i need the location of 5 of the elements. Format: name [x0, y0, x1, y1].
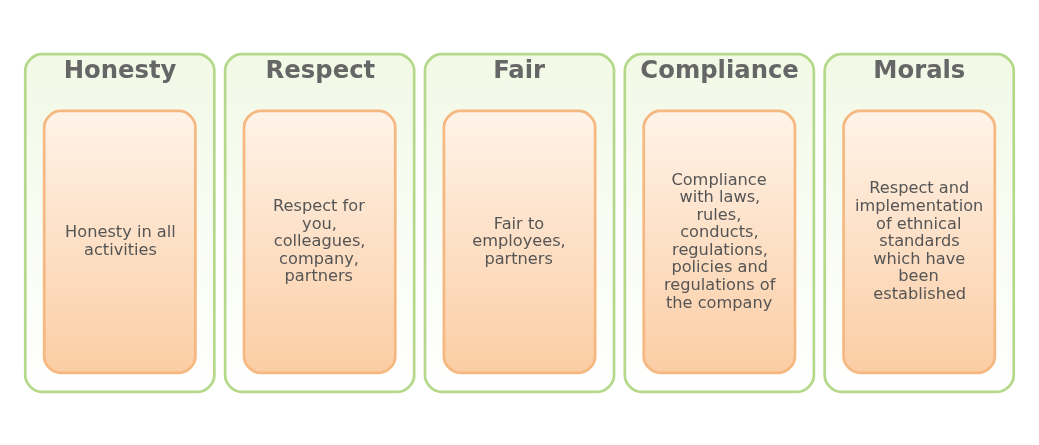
- node-box: Respect and implementation of ethnical standards which have been established: [842, 109, 997, 374]
- node-box: Fair to employees, partners: [442, 109, 597, 374]
- node-box: Honesty in all activities: [42, 109, 197, 374]
- node-box: Compliance with laws, rules, conducts, regulations, policies and regulations of the company: [642, 109, 797, 374]
- node-box: Respect for you, colleagues, company, partners: [242, 109, 397, 374]
